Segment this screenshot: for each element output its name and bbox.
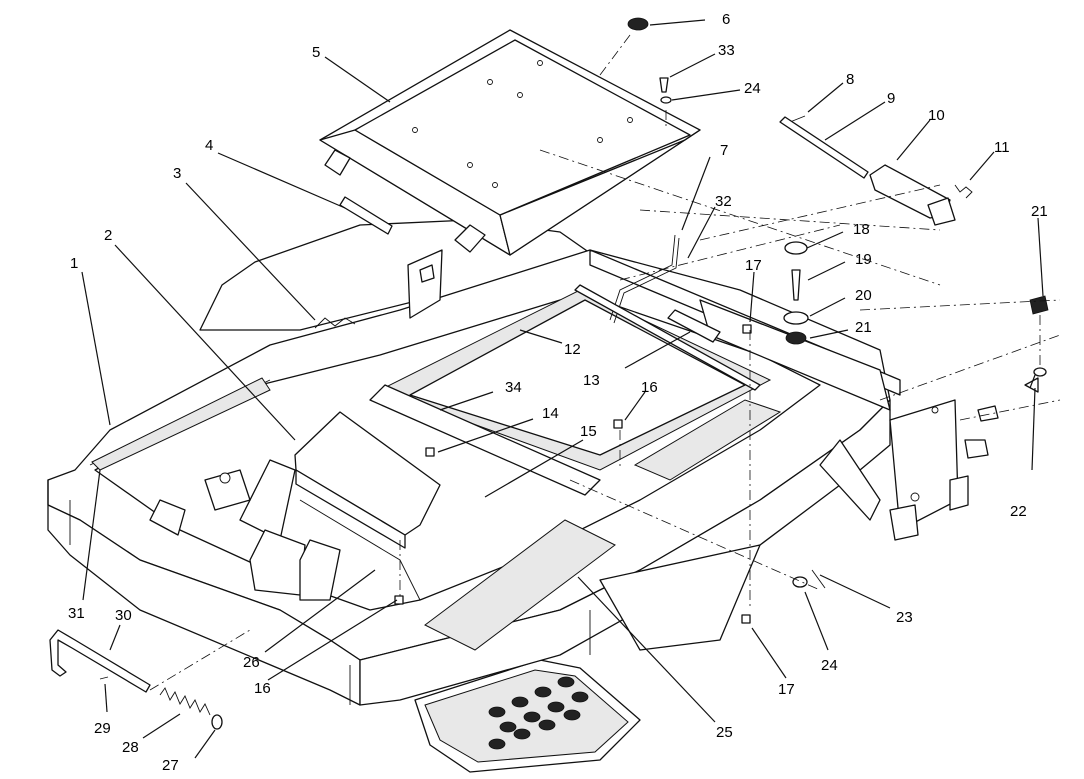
hardware — [49, 17, 1049, 730]
callout-14: 14 — [542, 405, 559, 422]
centerlines — [149, 34, 1061, 691]
foot-plate — [414, 659, 641, 773]
callout-21a: 21 — [1031, 203, 1048, 220]
callout-31: 31 — [68, 605, 85, 622]
leader-lines — [81, 19, 1044, 759]
callout-4: 4 — [205, 137, 213, 154]
callout-18: 18 — [853, 221, 870, 238]
callout-7: 7 — [720, 142, 728, 159]
callout-16a: 16 — [641, 379, 658, 396]
callout-32: 32 — [715, 193, 732, 210]
callout-11: 11 — [994, 139, 1010, 156]
callout-2: 2 — [104, 227, 112, 244]
callout-labels: 1 2 3 4 5 6 7 8 9 10 11 12 13 14 15 16 1… — [68, 11, 1048, 774]
callout-26: 26 — [243, 654, 260, 671]
callout-27: 27 — [162, 757, 179, 774]
callout-30: 30 — [115, 607, 132, 624]
callout-3: 3 — [173, 165, 181, 182]
callout-19: 19 — [855, 251, 872, 268]
callout-13: 13 — [583, 372, 600, 389]
callout-16b: 16 — [254, 680, 271, 697]
callout-25: 25 — [716, 724, 733, 741]
seat-pan — [319, 29, 701, 256]
callout-6: 6 — [722, 11, 730, 28]
callout-24b: 24 — [821, 657, 838, 674]
callout-23: 23 — [896, 609, 913, 626]
callout-17b: 17 — [778, 681, 795, 698]
callout-33: 33 — [718, 42, 735, 59]
callout-15: 15 — [580, 423, 597, 440]
callout-1: 1 — [70, 255, 78, 272]
callout-28: 28 — [122, 739, 139, 756]
callout-10: 10 — [928, 107, 945, 124]
callout-22: 22 — [1010, 503, 1027, 520]
callout-24a: 24 — [744, 80, 761, 97]
callout-29: 29 — [94, 720, 111, 737]
callout-21b: 21 — [855, 319, 872, 336]
callout-8: 8 — [846, 71, 854, 88]
callout-17a: 17 — [745, 257, 762, 274]
callout-5: 5 — [312, 44, 320, 61]
callout-34: 34 — [505, 379, 522, 396]
front-inner-parts — [149, 411, 441, 601]
callout-20: 20 — [855, 287, 872, 304]
callout-12: 12 — [564, 341, 581, 358]
callout-9: 9 — [887, 90, 895, 107]
